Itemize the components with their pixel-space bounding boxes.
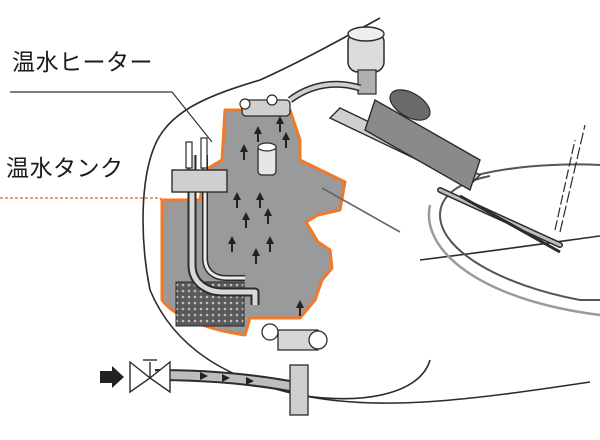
up-arrow-icon	[254, 126, 262, 142]
up-arrow-icon	[264, 208, 272, 224]
up-arrow-icon	[276, 116, 284, 132]
tank-label: 温水タンク	[6, 156, 124, 182]
up-arrow-icon	[282, 132, 290, 148]
right-arrow-icon	[100, 366, 124, 388]
tank-pointer-line	[321, 187, 401, 233]
motor-unit	[287, 26, 385, 103]
up-arrow-icon	[242, 212, 250, 228]
up-arrow-icon	[296, 300, 304, 316]
up-arrow-icon	[228, 236, 236, 252]
up-arrow-icon	[240, 144, 248, 160]
top-valve-assembly	[239, 94, 291, 176]
heater-leader-line	[10, 91, 213, 143]
inlet-flow-arrows	[200, 372, 254, 385]
hot-water-tank	[160, 108, 347, 337]
flow-arrows	[228, 116, 304, 316]
callout-leaders	[0, 91, 401, 233]
up-arrow-icon	[252, 248, 260, 264]
inlet-valve-icon	[129, 359, 171, 394]
tank-leader-line	[0, 197, 169, 211]
water-spray	[554, 124, 586, 233]
toilet-bowl-rim-outer	[427, 204, 600, 317]
heater-label: 温水ヒーター	[12, 50, 153, 76]
toilet-bowl-rim	[439, 163, 600, 301]
hot-water-heater	[171, 137, 260, 305]
up-arrow-icon	[256, 192, 264, 208]
up-arrow-icon	[266, 236, 274, 252]
up-arrow-icon	[233, 192, 241, 208]
nozzle-assembly	[328, 89, 563, 254]
